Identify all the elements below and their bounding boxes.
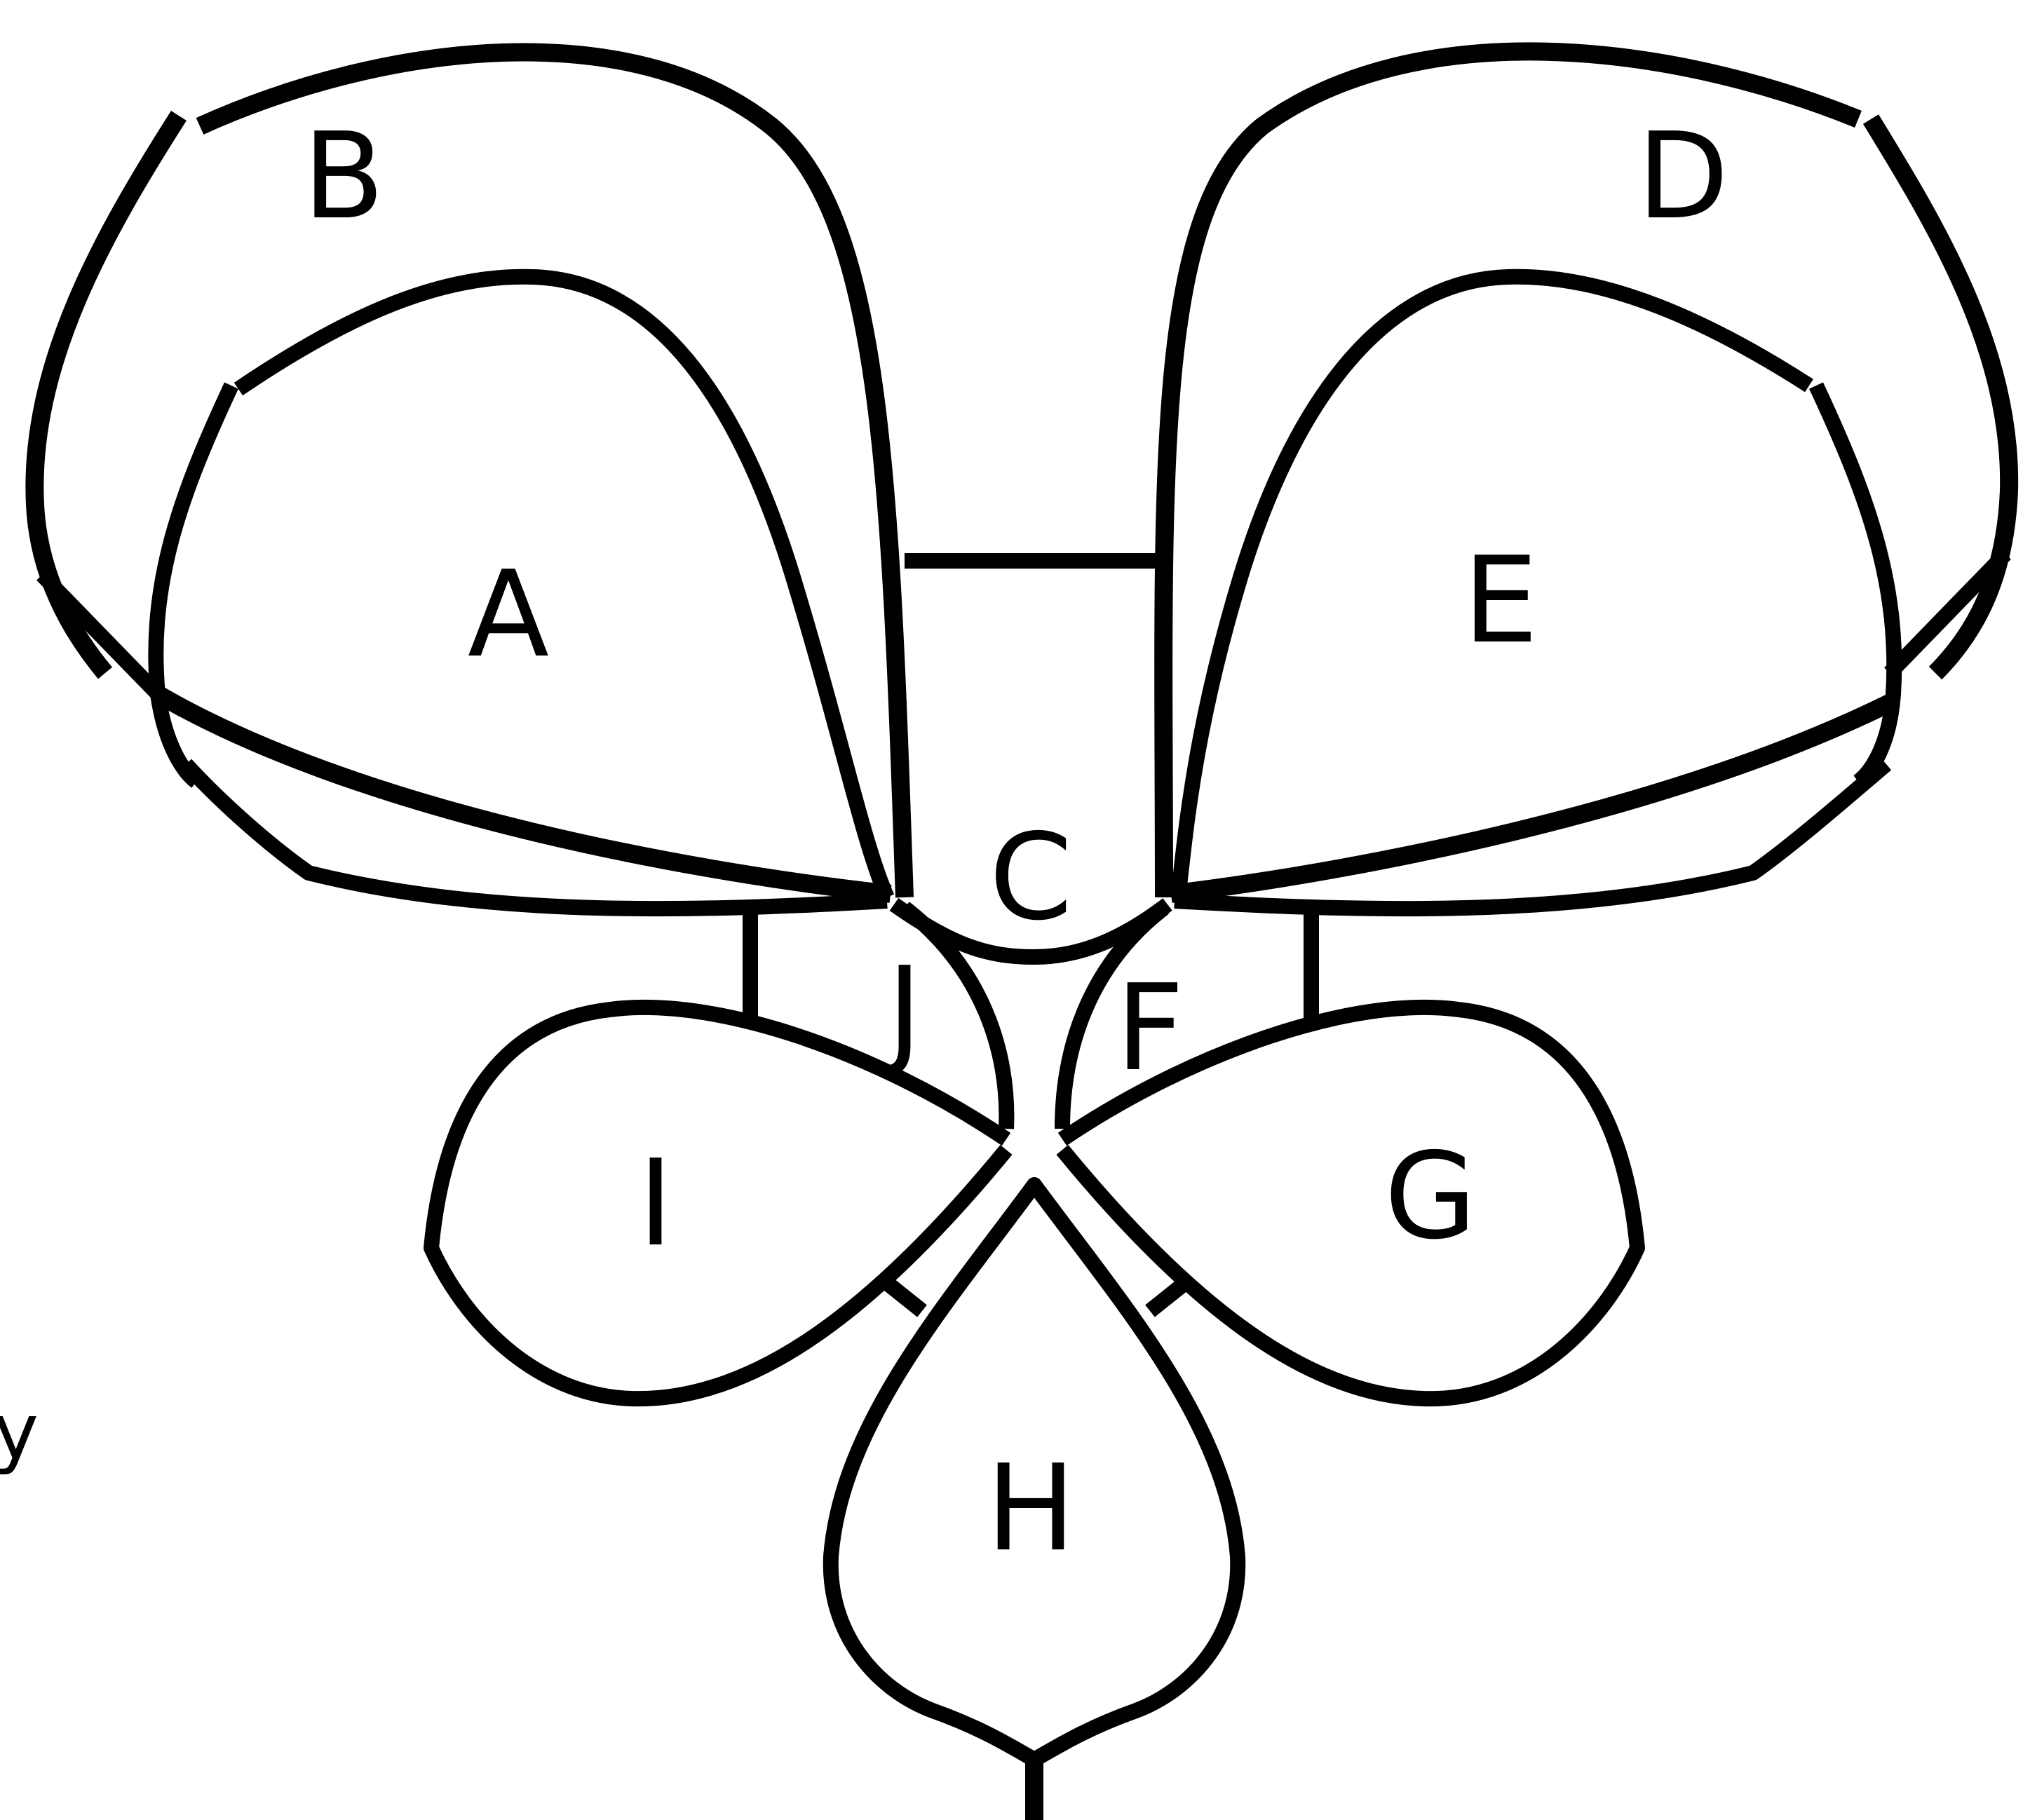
region-j-boundary (900, 902, 1015, 1129)
region-d-outer-arc (1154, 42, 1862, 898)
region-b-left-arc (25, 111, 187, 679)
connector-i-h (882, 1277, 927, 1317)
region-d-lower-diagonal (1884, 548, 2011, 679)
label-region-g: G (1384, 1127, 1477, 1266)
petal-i (424, 1000, 1013, 1407)
region-ab-bottom-arc (153, 686, 892, 903)
label-region-e: E (1463, 531, 1538, 670)
region-right-tail (1174, 758, 1892, 917)
label-region-j: J (881, 942, 922, 1080)
region-d-right-arc (1862, 114, 2019, 680)
region-left-tail (180, 759, 888, 917)
region-e-top-arc (1170, 269, 1813, 899)
label-region-a: A (468, 545, 549, 684)
label-region-d: D (1637, 107, 1729, 246)
petal-g (1056, 1000, 1645, 1407)
label-region-f: F (1116, 959, 1184, 1098)
region-b-outer-arc (196, 43, 914, 898)
region-e-right-arc (1809, 382, 1902, 788)
left-lobes (25, 43, 914, 917)
region-f-boundary (1055, 902, 1169, 1129)
region-de-bottom-arc (1170, 693, 1897, 903)
label-region-b: B (303, 107, 385, 246)
label-region-h: H (986, 1439, 1076, 1578)
connector-g-h (1145, 1277, 1190, 1317)
region-a-top-arc (234, 269, 895, 901)
right-lobes (1154, 42, 2019, 917)
petal-h (823, 1177, 1246, 1820)
label-region-c: C (989, 808, 1073, 947)
edge-text: y (0, 1387, 39, 1476)
region-b-lower-diagonal (36, 569, 170, 707)
region-i-boundary (424, 1000, 1013, 1407)
slivers (743, 902, 1319, 1129)
label-region-i: I (638, 1134, 673, 1273)
region-a-left-arc (148, 382, 238, 788)
region-g-boundary (1056, 1000, 1645, 1407)
